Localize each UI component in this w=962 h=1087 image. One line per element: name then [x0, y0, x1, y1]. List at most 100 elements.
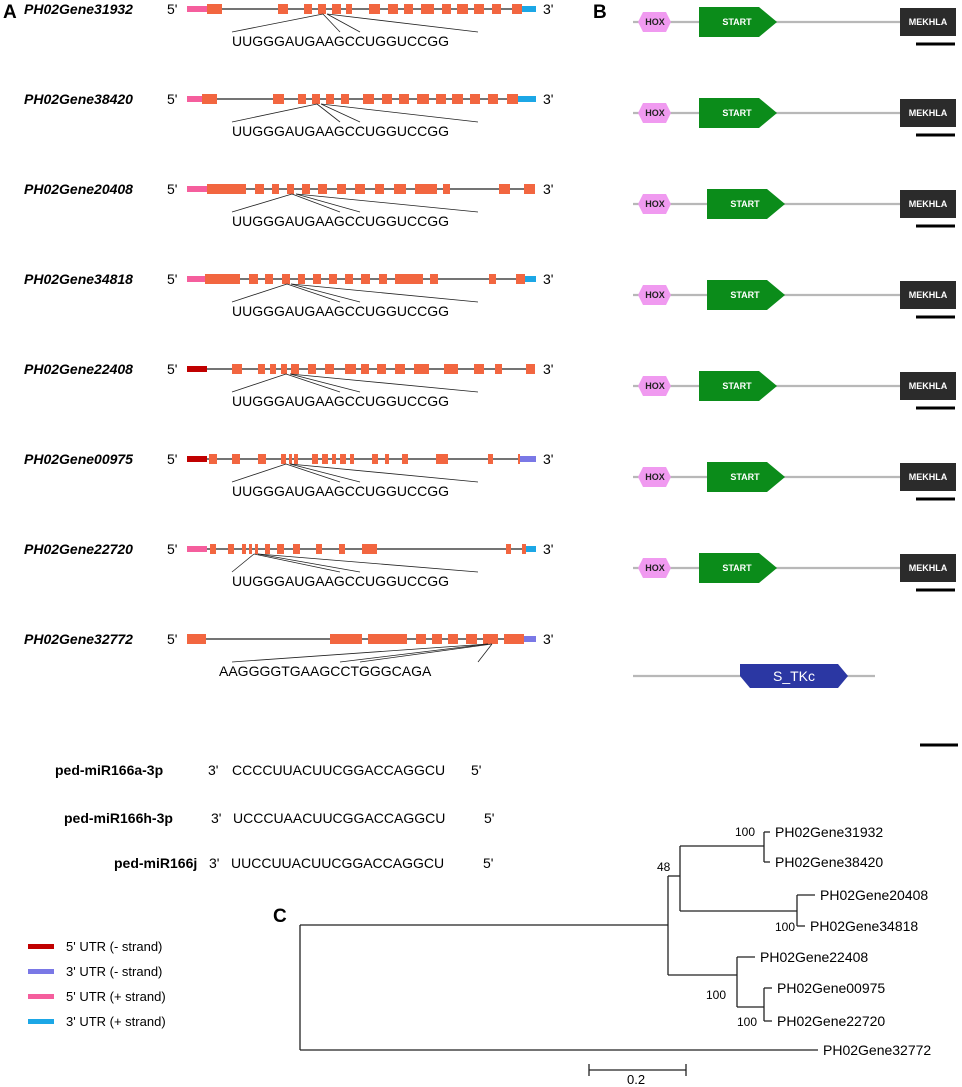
mirna-section: ped-miR166a-3p 3' CCCCUUACUUCGGACCAGGCU …: [55, 762, 494, 871]
exon-block: [395, 274, 423, 284]
mekhla-domain: [900, 463, 956, 491]
mirna-end3-166a: 3': [208, 762, 218, 778]
site-link-line: [320, 103, 479, 123]
gene-name: PH02Gene22408: [24, 361, 133, 377]
bootstrap-value: 100: [737, 1015, 757, 1029]
mekhla-domain-label: MEKHLA: [909, 108, 948, 118]
site-link-line: [295, 193, 361, 213]
exon-block: [518, 454, 520, 464]
target-site-sequence: UUGGGAUGAAGCCUGGUCCGG: [232, 213, 449, 229]
exon-block: [395, 364, 405, 374]
exon-block: [293, 544, 300, 554]
prime5-label: 5': [167, 361, 177, 377]
exon-block: [316, 544, 322, 554]
exon-block: [270, 364, 276, 374]
bootstrap-value: 100: [735, 825, 755, 839]
legend-label: 3' UTR (+ strand): [66, 1014, 166, 1029]
exon-block: [417, 94, 429, 104]
tree-labels: PH02Gene31932 PH02Gene38420 PH02Gene2040…: [627, 824, 931, 1087]
domain-row: S_TKc: [633, 664, 958, 747]
start-domain: [707, 189, 785, 219]
gene-name: PH02Gene34818: [24, 271, 133, 287]
prime3-label: 3': [543, 541, 553, 557]
utr5-block: [187, 456, 207, 462]
target-site-sequence: UUGGGAUGAAGCCUGGUCCGG: [232, 483, 449, 499]
exon-block: [249, 274, 258, 284]
exon-block: [281, 364, 287, 374]
hox-domain: [638, 376, 671, 396]
exon-block: [340, 454, 346, 464]
exon-block: [499, 184, 510, 194]
hox-domain: [638, 103, 671, 123]
exon-block: [442, 4, 451, 14]
start-domain-label: START: [722, 381, 752, 391]
hox-domain-label: HOX: [645, 199, 665, 209]
legend-label: 3' UTR (- strand): [66, 964, 162, 979]
site-link-line: [290, 283, 479, 303]
start-domain-label: START: [730, 472, 760, 482]
hox-domain-label: HOX: [645, 17, 665, 27]
exon-block: [329, 274, 337, 284]
utr3-block: [524, 276, 536, 282]
site-link-line: [231, 463, 287, 483]
exon-block: [361, 364, 369, 374]
exon-block: [524, 184, 535, 194]
exon-block: [205, 274, 240, 284]
exon-block: [209, 454, 217, 464]
exon-block: [287, 184, 294, 194]
site-link-line: [322, 13, 341, 33]
stkc-domain: [740, 664, 848, 688]
mirna-seq-166j: UUCCUUACUUCGGACCAGGCU: [231, 855, 444, 871]
site-link-line: [253, 553, 341, 573]
prime3-label: 3': [543, 181, 553, 197]
exon-block: [207, 184, 246, 194]
site-link-line: [231, 193, 293, 213]
mirna-end3-166h: 3': [211, 810, 221, 826]
exon-block: [443, 184, 450, 194]
gene-name: PH02Gene00975: [24, 451, 133, 467]
exon-block: [277, 544, 284, 554]
exon-block: [474, 364, 484, 374]
exon-block: [255, 184, 264, 194]
exon-block: [232, 454, 240, 464]
site-link-line: [289, 463, 479, 483]
tree-leaf-label: PH02Gene22720: [777, 1013, 885, 1029]
utr5-block: [187, 96, 207, 102]
exon-block: [474, 4, 484, 14]
start-domain-label: START: [722, 108, 752, 118]
exon-block: [242, 544, 246, 554]
exon-block: [436, 94, 446, 104]
exon-block: [258, 364, 265, 374]
legend-item-5utr-minus: 5' UTR (- strand): [28, 939, 162, 954]
domain-row: HOX START MEKHLA: [633, 98, 956, 137]
hox-domain-label: HOX: [645, 108, 665, 118]
mirna-seq-166h: UCCCUAACUUCGGACCAGGCU: [233, 810, 445, 826]
start-domain-label: START: [730, 290, 760, 300]
exon-block: [522, 544, 526, 554]
exon-block: [466, 634, 477, 644]
exon-block: [368, 634, 407, 644]
exon-block: [302, 184, 310, 194]
exon-block: [330, 634, 362, 644]
site-link-line: [285, 373, 341, 393]
legend-swatch: [28, 944, 54, 949]
exon-block: [339, 544, 345, 554]
target-site-sequence: UUGGGAUGAAGCCUGGUCCGG: [232, 573, 449, 589]
target-site-sequence: UUGGGAUGAAGCCUGGUCCGG: [232, 303, 449, 319]
exon-block: [385, 454, 389, 464]
start-domain: [699, 371, 777, 401]
hox-domain-label: HOX: [645, 290, 665, 300]
prime3-label: 3': [543, 361, 553, 377]
exon-block: [345, 274, 353, 284]
mirna-end3-166j: 3': [209, 855, 219, 871]
tree-leaf-label: PH02Gene34818: [810, 918, 918, 934]
hox-domain: [638, 285, 671, 305]
